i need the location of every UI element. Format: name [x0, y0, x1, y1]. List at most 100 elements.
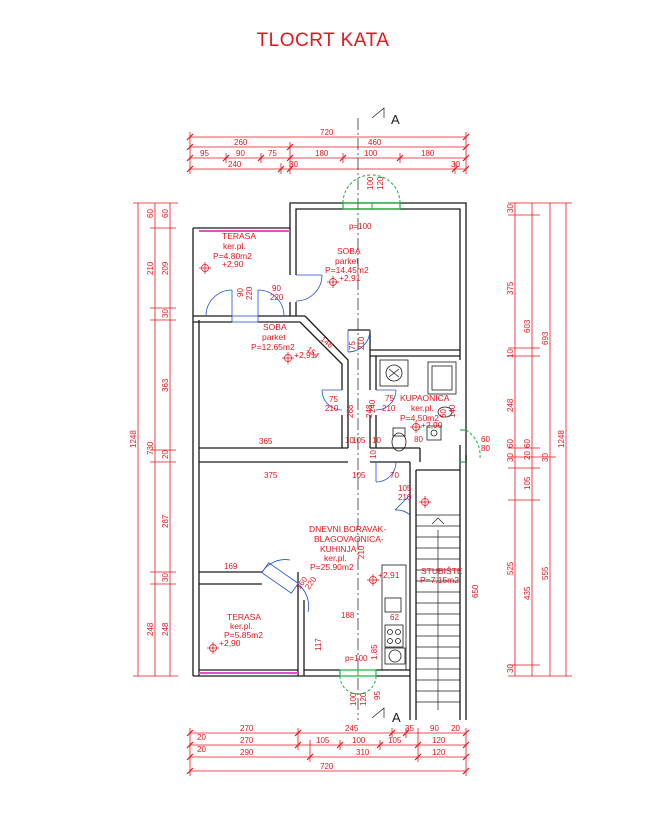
level-marker-cross — [199, 262, 211, 274]
dim-20: 20 — [197, 733, 206, 742]
dim-245: 245 — [345, 724, 359, 733]
dim-1248: 1248 — [129, 430, 138, 448]
dim-525: 525 — [506, 561, 515, 575]
opening-h: 210 — [325, 404, 339, 413]
room-floor: ker.pl. — [223, 241, 246, 251]
dim-120: 120 — [432, 748, 446, 757]
room-name: KUHINJA — [320, 544, 357, 554]
dim-95: 95 — [373, 691, 382, 700]
dimension-tick — [396, 154, 404, 162]
dim-248: 248 — [146, 622, 155, 636]
level-marker-cross — [282, 352, 294, 364]
opening-w: 105 — [398, 484, 412, 493]
height-268: 268 — [346, 404, 355, 418]
dimension-tick — [186, 133, 194, 141]
opening-h: 210 — [382, 404, 396, 413]
room-floor: ker.pl. — [324, 553, 347, 563]
dim-30: 30 — [289, 160, 298, 169]
dim-70: 70 — [390, 471, 399, 480]
dim-460: 460 — [368, 138, 382, 147]
dimension-tick — [222, 154, 230, 162]
room-name: TERASA — [222, 231, 256, 241]
dim-248: 248 — [161, 622, 170, 636]
opening-h: 120 — [359, 692, 368, 706]
sill-height: p=100 — [345, 654, 368, 663]
dim-90: 90 — [430, 724, 439, 733]
room-area: P=14.45m2 — [325, 265, 369, 275]
dim-80: 80 — [481, 444, 490, 453]
room-area: P=12.65m2 — [251, 342, 295, 352]
dim-1248: 1248 — [557, 430, 566, 448]
dim-20: 20 — [161, 450, 170, 459]
section-mark-top: A — [391, 112, 400, 127]
dim-top: 90 — [236, 149, 245, 158]
dim-248: 248 — [506, 398, 515, 412]
dim-30: 30 — [506, 664, 515, 673]
dim-62: 62 — [390, 613, 399, 622]
room-level: +2,91 — [378, 570, 400, 580]
dimension-tick — [186, 741, 194, 749]
opening-h: 220 — [245, 286, 254, 300]
room-area: P=7.15m2 — [420, 575, 459, 585]
dim-30: 30 — [506, 453, 515, 462]
dim-693: 693 — [541, 331, 550, 345]
dimension-tick — [414, 741, 422, 749]
room-area: P=5.85m2 — [224, 630, 263, 640]
dimension-tick — [186, 753, 194, 761]
dim-730: 730 — [146, 441, 155, 455]
level-marker-cross — [410, 421, 422, 433]
dim-10: 10 — [369, 450, 378, 459]
dim-10: 10 — [372, 436, 381, 445]
dimension-tick — [339, 154, 347, 162]
dim-20: 20 — [197, 745, 206, 754]
opening-w: 75 — [348, 341, 357, 350]
dim-30: 30 — [451, 160, 460, 169]
dim-top: 180 — [421, 149, 435, 158]
dimension-tick — [414, 753, 422, 761]
opening-h: 210 — [357, 336, 366, 350]
opening-h: 210 — [398, 493, 412, 502]
dimension-tick — [451, 165, 459, 173]
dimension-tick — [462, 154, 470, 162]
room-level: +2,90 — [421, 420, 443, 430]
opening-h: 220 — [270, 293, 284, 302]
room-area: P=25.90m2 — [310, 562, 354, 572]
room-name: SOBA — [263, 322, 287, 332]
dim-363: 363 — [161, 378, 170, 392]
dim-10: 10 — [345, 436, 354, 445]
sill-height: p=100 — [349, 222, 372, 231]
dim-top: 100 — [364, 149, 378, 158]
dimension-tick — [462, 165, 470, 173]
dim-435: 435 — [523, 586, 532, 600]
dim-30: 30 — [161, 573, 170, 582]
dim-105: 105 — [523, 476, 532, 490]
dimension-tick — [462, 133, 470, 141]
room-name: STUBIŠTE — [421, 566, 463, 576]
doors — [205, 274, 411, 613]
bottom-dimension-lines — [189, 728, 467, 776]
dimension-tick — [186, 143, 194, 151]
dim-375: 375 — [506, 281, 515, 295]
level-marker-cross — [207, 642, 219, 654]
opening-w: 100 — [349, 692, 358, 706]
dim-60: 60 — [481, 435, 490, 444]
room-area: P=4.80m2 — [213, 251, 252, 261]
dimension-tick — [462, 729, 470, 737]
dimension-tick — [286, 143, 294, 151]
dim-720: 720 — [320, 762, 334, 771]
dim-270: 270 — [240, 736, 254, 745]
plan-title: TLOCRT KATA — [256, 30, 390, 51]
dimension-tick — [257, 154, 265, 162]
windows — [339, 174, 481, 695]
dim-146: 146 — [319, 335, 335, 351]
dim-287: 287 — [161, 514, 170, 528]
opening-h: 120 — [376, 176, 385, 190]
dimension-tick — [306, 753, 314, 761]
dimension-tick — [294, 729, 302, 737]
dimension-tick — [462, 741, 470, 749]
dimension-tick — [286, 154, 294, 162]
section-mark-bottom: A — [392, 710, 401, 725]
right-dimension-lines — [508, 202, 572, 677]
